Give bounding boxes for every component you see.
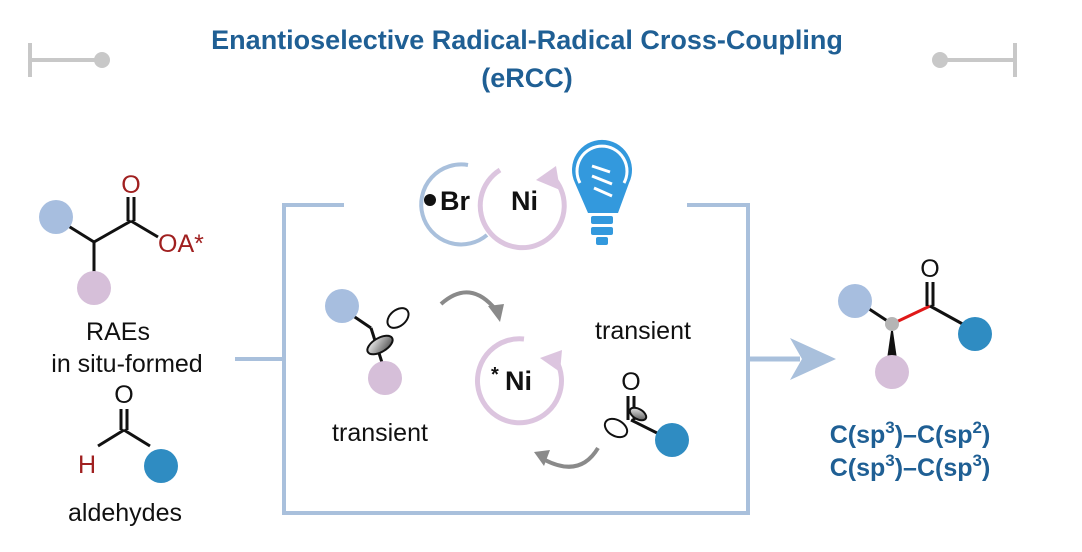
ni-excited-star: * <box>491 364 499 386</box>
ni-excited-label: Ni <box>505 366 532 396</box>
product-ball-dark-blue <box>958 317 992 351</box>
substituent-ball-pink <box>77 271 111 305</box>
radical-ball-light-blue <box>325 289 359 323</box>
aldehyde-structure <box>97 409 178 483</box>
ni-excited-cycle-arrow-icon <box>475 336 564 426</box>
stereocenter-marker <box>885 317 899 331</box>
product-bond-type-1: C(sp3)–C(sp2) <box>830 418 991 449</box>
catalysis-frame <box>282 203 750 515</box>
title-line-1: Enantioselective Radical-Radical Cross-C… <box>211 25 843 55</box>
lightbulb-icon <box>572 139 632 245</box>
aldehyde-ball-dark-blue <box>144 449 178 483</box>
title-line-2: (eRCC) <box>481 63 573 93</box>
ni-cycle-arrow-icon <box>477 166 567 251</box>
raes-label: RAEs <box>86 318 150 346</box>
ester-carbonyl-oxygen: O <box>121 171 140 199</box>
radical-p-orbital-icon <box>366 307 410 356</box>
transient-label-right: transient <box>595 317 691 345</box>
aldehyde-hydrogen: H <box>78 451 96 479</box>
new-bond-red <box>891 304 931 326</box>
acyl-ball-dark-blue <box>655 423 689 457</box>
acyl-release-arrow-icon <box>534 446 600 469</box>
aldehydes-label: aldehydes <box>68 499 182 527</box>
bromine-radical-dot <box>424 194 436 206</box>
product-ball-light-blue <box>838 284 872 318</box>
ni-label: Ni <box>511 186 538 216</box>
br-label: Br <box>440 186 470 216</box>
product-structure <box>838 282 992 389</box>
ester-oa-label: OA* <box>158 230 204 258</box>
acyl-radical-structure <box>603 396 689 457</box>
substituent-ball-light-blue <box>39 200 73 234</box>
acyl-p-orbital-icon <box>603 406 648 439</box>
product-oxygen: O <box>920 255 939 283</box>
alkyl-radical-structure <box>325 289 410 395</box>
radical-capture-arrow-icon <box>439 290 504 322</box>
transient-label-left: transient <box>332 419 428 447</box>
title-decoration-right <box>932 43 1017 77</box>
radical-ball-pink <box>368 361 402 395</box>
product-bond-type-2: C(sp3)–C(sp3) <box>830 451 991 482</box>
br-cycle-arrow-icon <box>419 162 489 247</box>
reaction-arrow-icon <box>748 338 836 380</box>
raes-sub-label: in situ-formed <box>51 350 202 378</box>
title-decoration-left <box>28 43 110 77</box>
rae-structure <box>39 197 159 305</box>
product-ball-pink <box>875 355 909 389</box>
acyl-oxygen: O <box>621 368 640 396</box>
aldehyde-oxygen: O <box>114 381 133 409</box>
